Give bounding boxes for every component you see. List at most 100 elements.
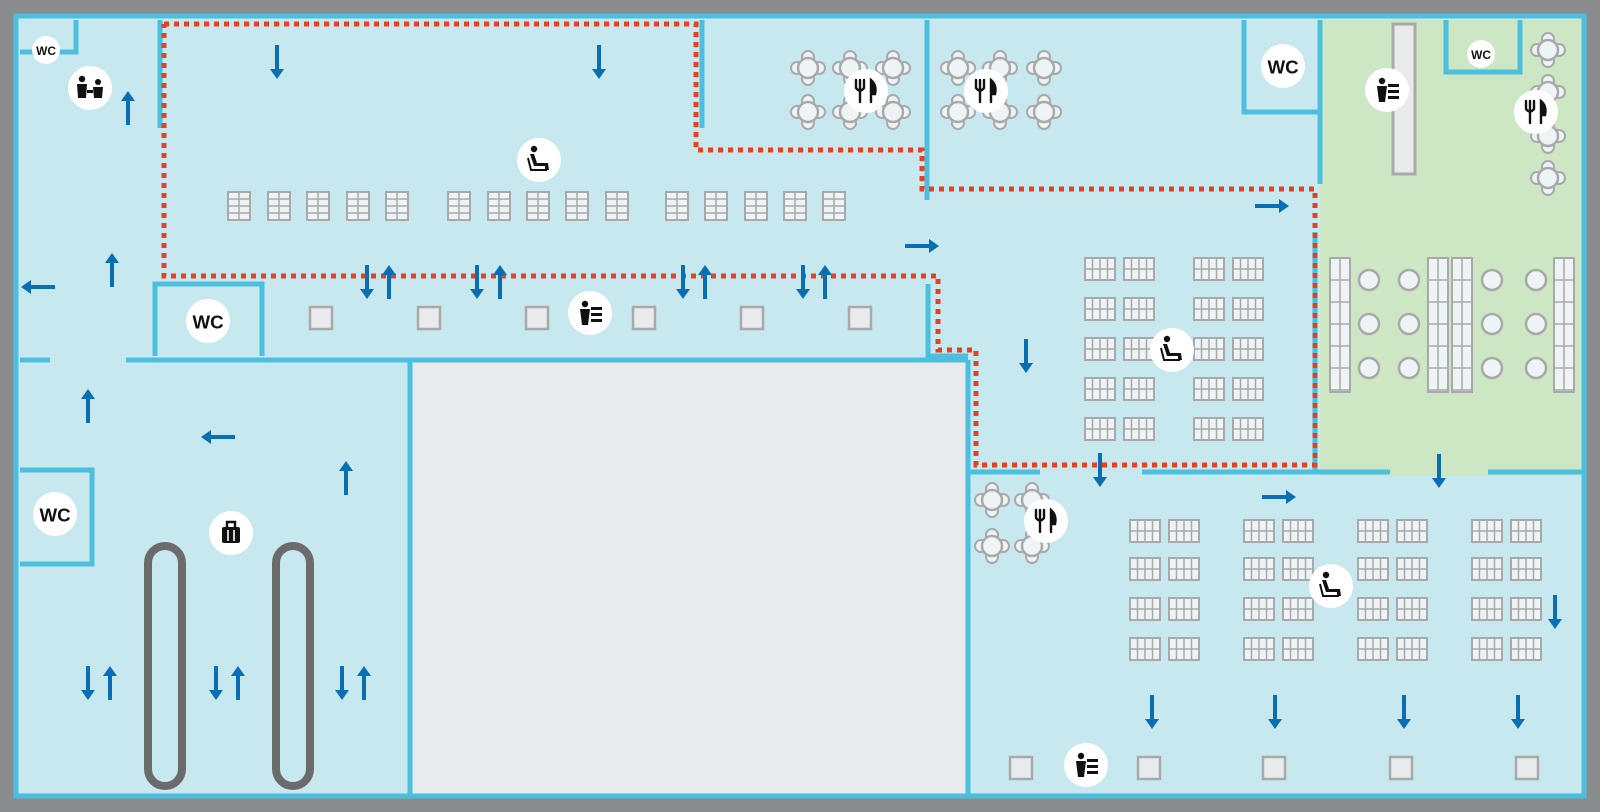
seat-row: [1396, 597, 1428, 621]
information-desk-icon: [1365, 68, 1409, 112]
seat-bench: [783, 191, 807, 221]
wc-label: WC: [192, 312, 223, 333]
furniture-layer: [227, 32, 1575, 781]
exit-arrow-icon: [360, 265, 374, 299]
seat-row: [1357, 597, 1389, 621]
seat-row: [1510, 637, 1542, 661]
seat-bench: [665, 191, 689, 221]
dining-table: [790, 94, 826, 130]
dining-table: [875, 50, 911, 86]
exit-arrow-icon: [1548, 595, 1562, 629]
wc-icon: WC: [32, 36, 60, 64]
seat-row: [1396, 519, 1428, 543]
exit-arrow-icon: [382, 265, 396, 299]
exit-arrow-icon: [1432, 454, 1446, 488]
dining-table: [940, 50, 976, 86]
baggage-claim-icon: [209, 511, 253, 555]
seat-row: [1129, 637, 1161, 661]
seat-row: [1123, 257, 1155, 281]
gate-counter: [1514, 755, 1540, 781]
seat-row: [1129, 557, 1161, 581]
seat-row: [1510, 597, 1542, 621]
stool: [1524, 356, 1548, 380]
information-desk-icon: [1064, 743, 1108, 787]
exit-arrow-icon: [818, 265, 832, 299]
gate-counter: [1261, 755, 1287, 781]
seat-bench: [526, 191, 550, 221]
exit-arrow-icon: [698, 265, 712, 299]
restaurant-icon: [1024, 499, 1068, 543]
dining-table: [1530, 32, 1566, 68]
gate-counter: [524, 305, 550, 331]
exit-arrow-icon: [121, 91, 135, 125]
exit-arrow-icon: [81, 389, 95, 423]
exit-arrow-icon: [1397, 695, 1411, 729]
restricted-area: [412, 362, 968, 794]
seat-row: [1084, 297, 1116, 321]
stool: [1397, 356, 1421, 380]
seat-row: [1232, 297, 1264, 321]
seat-row: [1168, 519, 1200, 543]
seat-bench: [385, 191, 409, 221]
gate-counter: [1388, 755, 1414, 781]
seat-row: [1471, 637, 1503, 661]
wc-label: WC: [1471, 48, 1491, 62]
wc-icon: WC: [1261, 44, 1305, 88]
restaurant-icon: [844, 69, 888, 113]
dining-table: [974, 528, 1010, 564]
exit-arrow-icon: [1145, 695, 1159, 729]
seat-row: [1282, 557, 1314, 581]
seat-bench: [822, 191, 846, 221]
seat-row: [1357, 519, 1389, 543]
seat-row: [1084, 377, 1116, 401]
dining-table: [1530, 160, 1566, 196]
restaurant-icon: [1514, 90, 1558, 134]
wc-icon: WC: [186, 299, 230, 343]
seat-row: [1193, 257, 1225, 281]
seat-row: [1193, 297, 1225, 321]
exit-arrow-icon: [1268, 695, 1282, 729]
dining-table: [940, 94, 976, 130]
seat-bench: [306, 191, 330, 221]
seat-row: [1243, 519, 1275, 543]
seat-row: [1232, 257, 1264, 281]
seat-row: [1396, 557, 1428, 581]
stool: [1397, 312, 1421, 336]
icon-badges: WC WC WC WC WC: [32, 36, 1558, 787]
seat-row: [1357, 557, 1389, 581]
exit-arrow-icon: [21, 280, 55, 294]
wc-icon: WC: [1467, 40, 1495, 68]
dining-table: [1026, 50, 1062, 86]
restricted-boundary: [161, 21, 1318, 468]
exit-arrow-icon: [905, 239, 939, 253]
seat-row: [1357, 637, 1389, 661]
exit-arrow-icon: [105, 253, 119, 287]
exit-arrow-icon: [357, 666, 371, 700]
exit-arrow-icon: [676, 265, 690, 299]
seat-row: [1282, 519, 1314, 543]
seat-row: [1232, 337, 1264, 361]
stool: [1397, 268, 1421, 292]
seat-row: [1168, 597, 1200, 621]
seat-row: [1129, 597, 1161, 621]
seat-row: [1510, 557, 1542, 581]
seat-bench: [227, 191, 251, 221]
stool: [1524, 268, 1548, 292]
gate-counter: [631, 305, 657, 331]
gate-counter: [739, 305, 765, 331]
seat-row: [1282, 597, 1314, 621]
stool: [1357, 268, 1381, 292]
wc-icon: WC: [33, 492, 77, 536]
information-desk-icon: [568, 291, 612, 335]
seat-row: [1510, 519, 1542, 543]
seat-row: [1193, 377, 1225, 401]
seat-row: [1123, 297, 1155, 321]
exit-arrow-icon: [796, 265, 810, 299]
seat-row: [1084, 337, 1116, 361]
seat-row: [1471, 597, 1503, 621]
seat-row: [1232, 377, 1264, 401]
seat-row: [1243, 597, 1275, 621]
seat-bench: [487, 191, 511, 221]
seat-row: [1168, 557, 1200, 581]
stool: [1480, 312, 1504, 336]
